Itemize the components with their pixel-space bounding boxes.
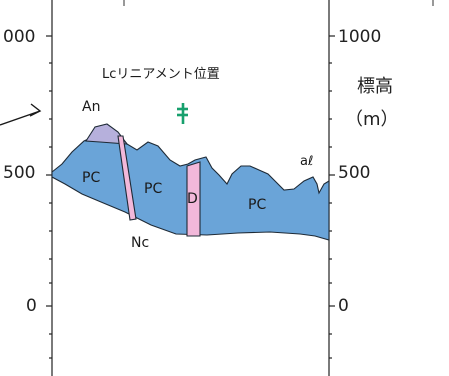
left-tick-label: 0 xyxy=(26,296,37,316)
d-dike xyxy=(186,161,201,237)
right-axis-ticks xyxy=(329,35,335,359)
pc-label: PC xyxy=(144,181,162,197)
elevation-unit: （m） xyxy=(345,109,399,130)
lineament-location-label: Lcリニアメント位置 xyxy=(102,67,220,82)
arrow-icon xyxy=(0,103,42,126)
d-label: D xyxy=(187,191,198,207)
left-tick-label: 000 xyxy=(3,27,35,47)
left-axis-ticks xyxy=(46,35,52,359)
nc-dike xyxy=(117,135,137,221)
right-tick-label: 1000 xyxy=(338,27,381,47)
lineament-marker-icon xyxy=(177,103,188,124)
right-tick-label: 0 xyxy=(338,296,349,316)
elevation-label: 標高 xyxy=(357,76,393,97)
pc-label: PC xyxy=(248,197,266,213)
al-label: aℓ xyxy=(300,154,313,169)
nc-label: Nc xyxy=(131,235,149,251)
left-tick-label: 500 xyxy=(3,163,35,183)
right-tick-label: 500 xyxy=(338,163,370,183)
an-label: An xyxy=(82,99,100,115)
andesite-unit xyxy=(85,123,129,145)
pc-label: PC xyxy=(82,170,100,186)
